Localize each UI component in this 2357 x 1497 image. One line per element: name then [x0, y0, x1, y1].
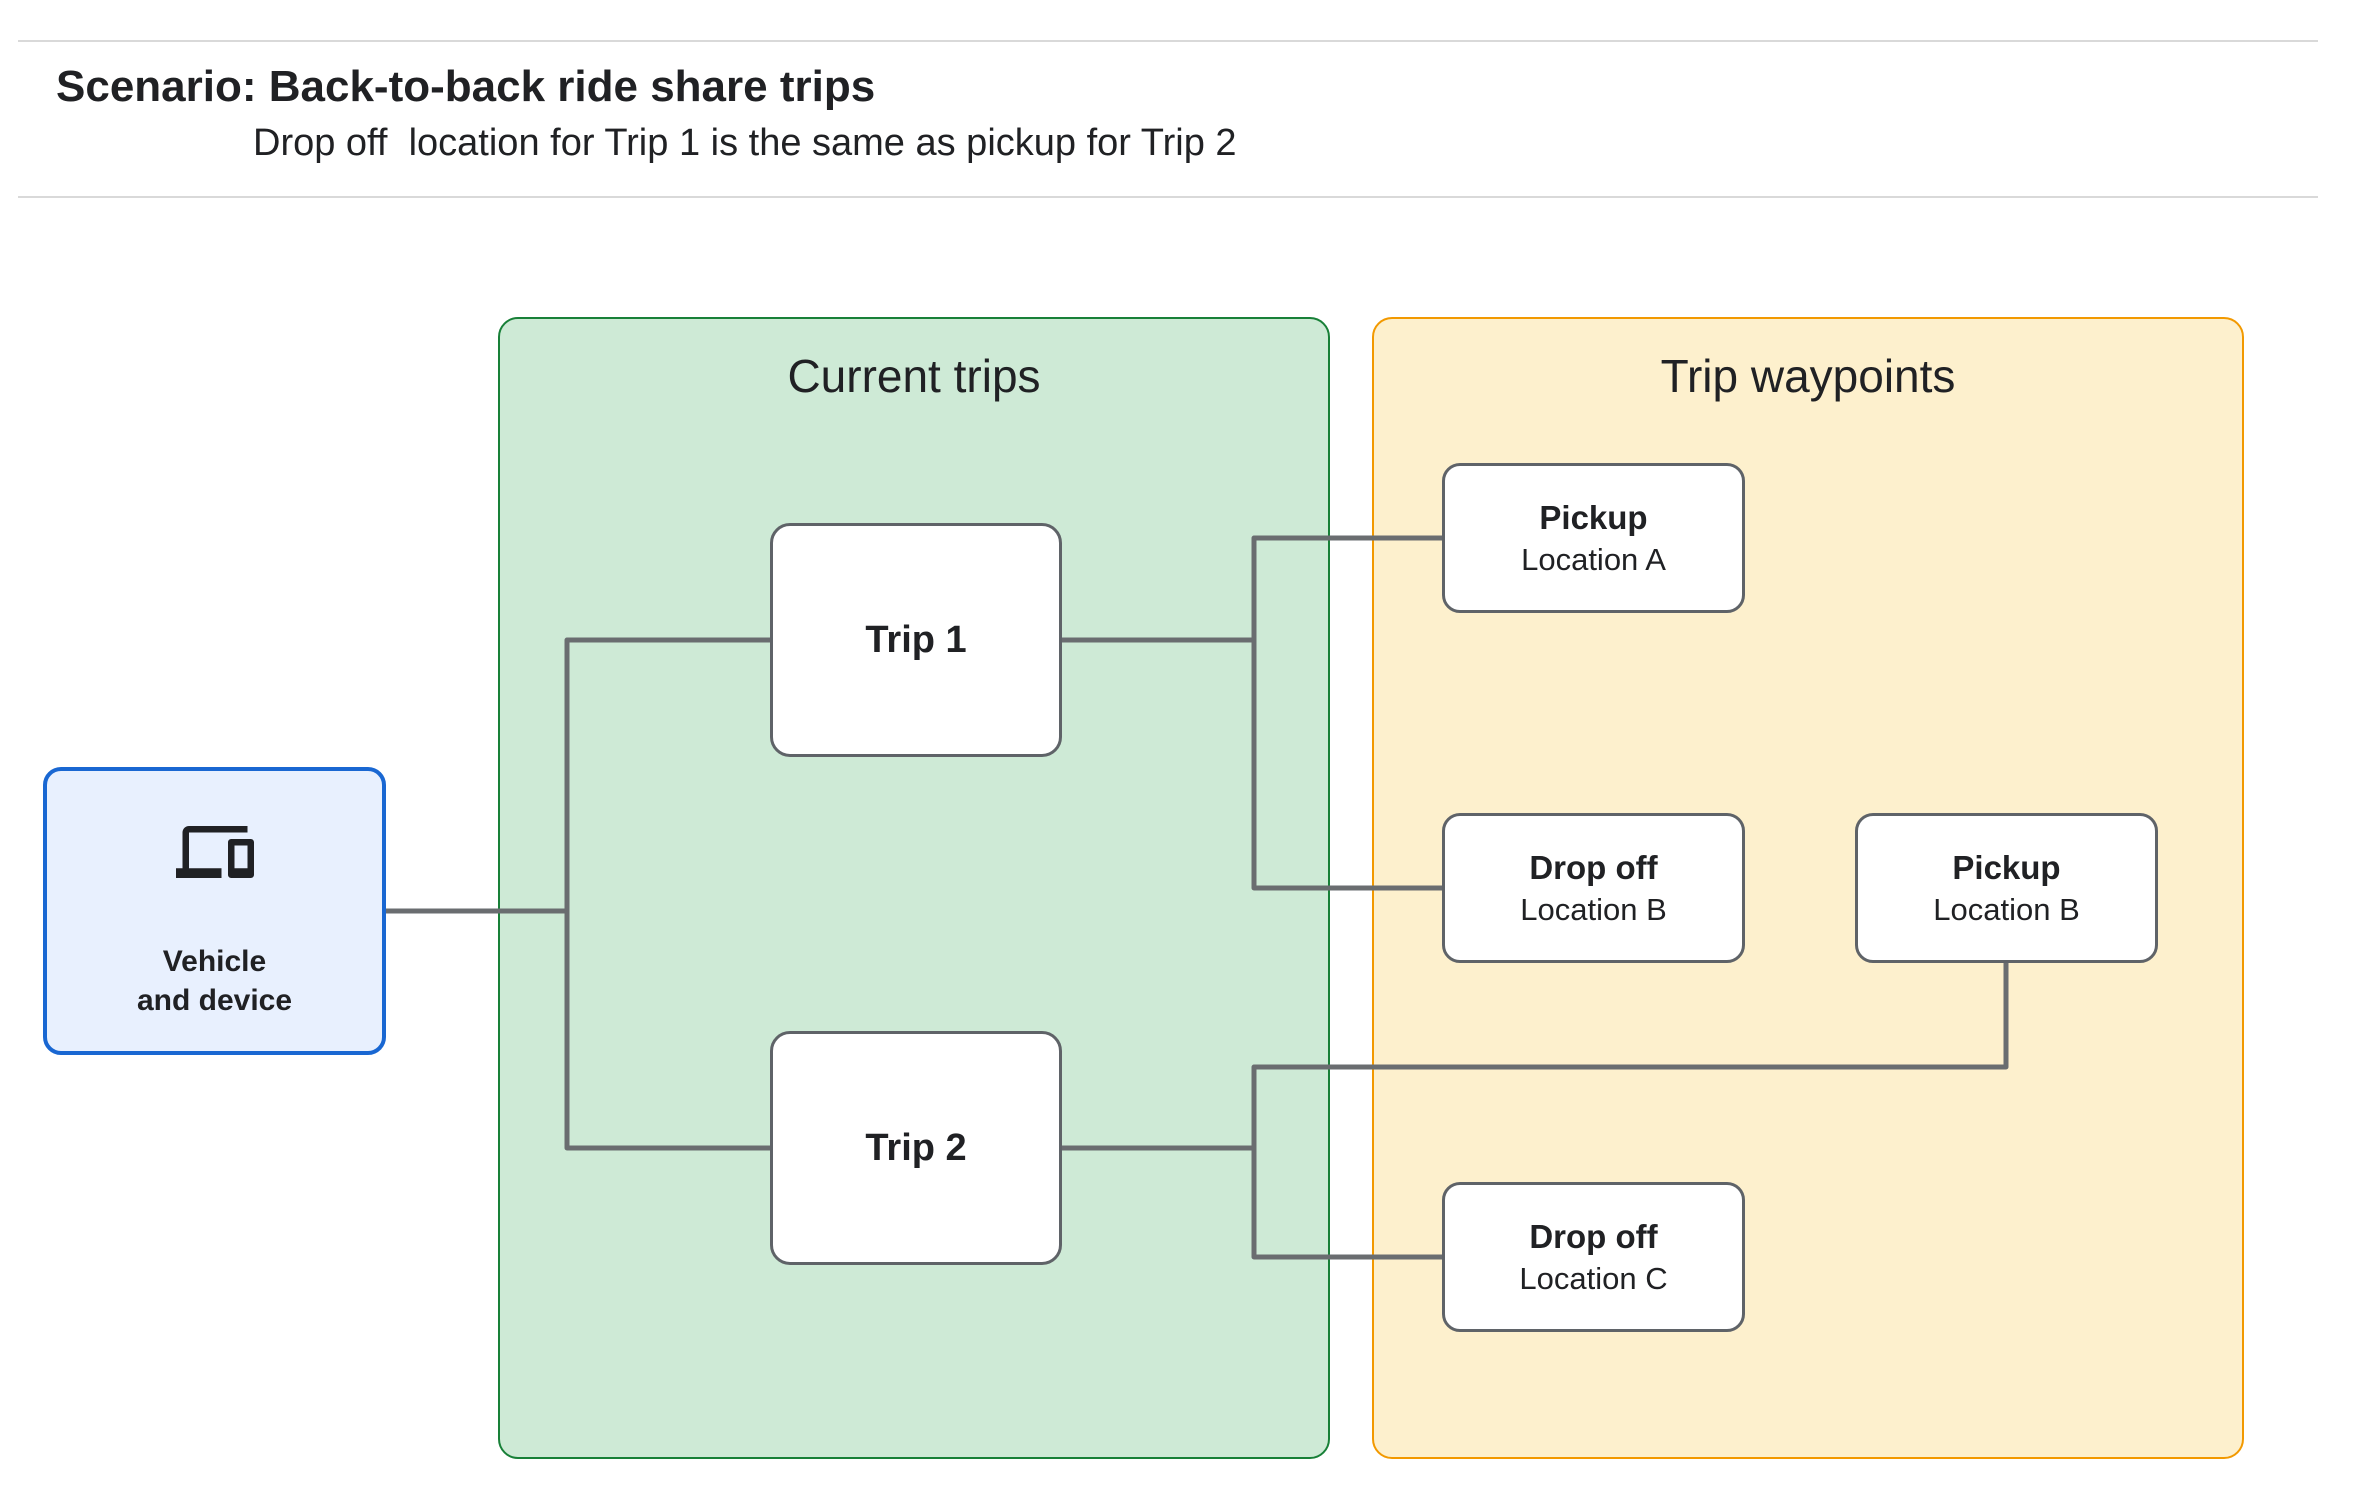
header-rule-bottom [18, 196, 2318, 198]
waypoint-location: Location C [1519, 1260, 1668, 1296]
vehicle-device-label-line1: Vehicle [162, 944, 267, 978]
waypoint-location: Location B [1933, 891, 2080, 927]
waypoint-dropoff-location-c: Drop off Location C [1442, 1182, 1745, 1332]
waypoint-dropoff-location-b: Drop off Location B [1442, 813, 1745, 963]
waypoint-location: Location A [1521, 541, 1666, 577]
devices-laptop-phone-icon [175, 813, 254, 891]
waypoint-title: Pickup [1952, 848, 2061, 886]
waypoint-location: Location B [1520, 891, 1667, 927]
trip-2-label: Trip 2 [865, 1126, 967, 1169]
vehicle-device-label: Vehicle and device [137, 942, 292, 1021]
panel-title-current-trips: Current trips [787, 350, 1041, 402]
header-rule-top [18, 40, 2318, 42]
panel-current-trips: Current trips [498, 317, 1330, 1459]
waypoint-title: Drop off [1529, 848, 1658, 886]
waypoint-pickup-location-a: Pickup Location A [1442, 463, 1745, 613]
trip-1-label: Trip 1 [865, 618, 967, 661]
page-subtitle: Drop off location for Trip 1 is the same… [253, 122, 1237, 164]
waypoint-title: Drop off [1529, 1217, 1658, 1255]
trip-2-box: Trip 2 [770, 1031, 1062, 1265]
waypoint-title: Pickup [1539, 498, 1648, 536]
vehicle-device-box: Vehicle and device [43, 767, 386, 1055]
panel-title-trip-waypoints: Trip waypoints [1660, 350, 1956, 402]
vehicle-device-label-line2: and device [136, 984, 293, 1018]
trip-1-box: Trip 1 [770, 523, 1062, 757]
waypoint-pickup-location-b: Pickup Location B [1855, 813, 2158, 963]
page-title: Scenario: Back-to-back ride share trips [56, 62, 876, 111]
